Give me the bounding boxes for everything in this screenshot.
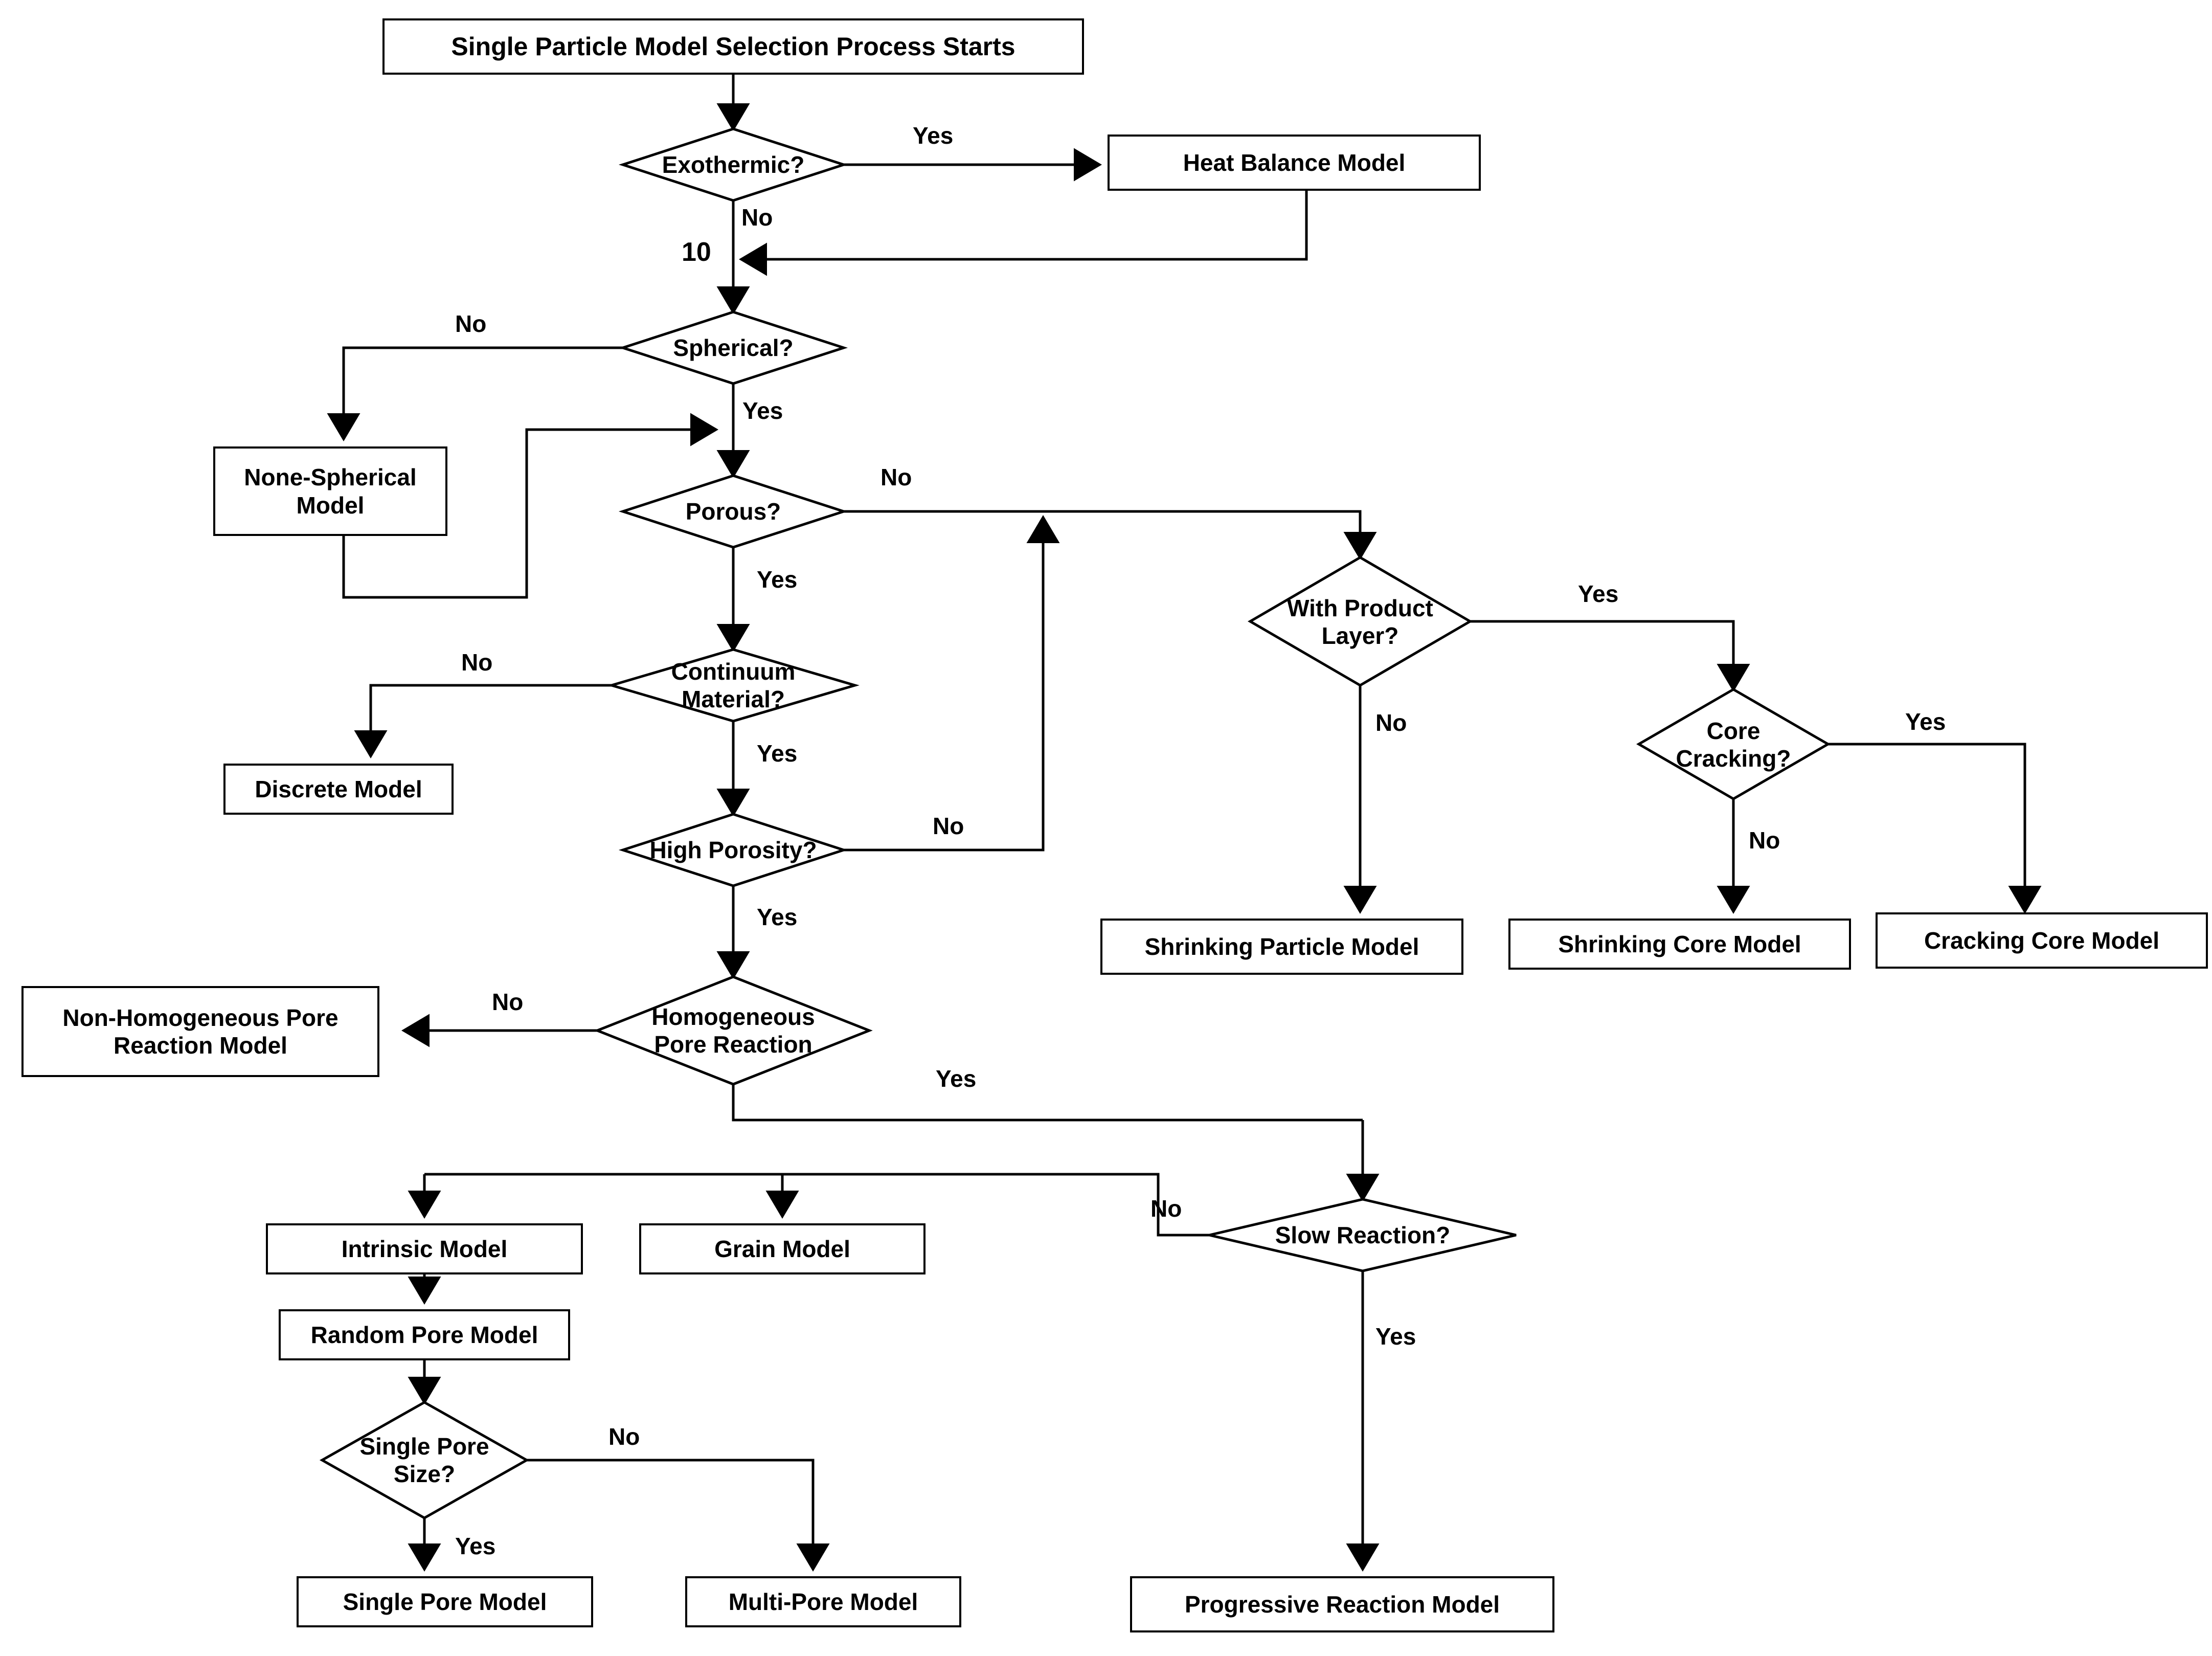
node-start[interactable]: Single Particle Model Selection Process … (382, 18, 1084, 75)
node-start-label: Single Particle Model Selection Process … (451, 32, 1015, 61)
edge-label-exothermic-yes: Yes (913, 122, 954, 149)
node-single-pore-model-label: Single Pore Model (343, 1588, 547, 1615)
edge-label-exothermic-no: No (741, 204, 773, 231)
edge-label-spherical-yes: Yes (742, 397, 783, 424)
edge-homogeneous-yes-run (732, 1084, 1363, 1122)
node-intrinsic-model-label: Intrinsic Model (341, 1235, 508, 1262)
node-non-homogeneous-line2: Reaction Model (114, 1032, 287, 1059)
edge-label-high-porosity-yes: Yes (757, 904, 798, 930)
edge-label-continuum-no: No (461, 649, 493, 676)
edge-label-continuum-yes: Yes (757, 740, 798, 767)
edge-label-high-porosity-no: No (933, 813, 964, 839)
node-multi-pore-model[interactable]: Multi-Pore Model (685, 1576, 961, 1627)
edge-label-homogeneous-yes: Yes (936, 1065, 977, 1092)
node-random-pore-model[interactable]: Random Pore Model (279, 1309, 570, 1360)
decision-corecracking-shape (1636, 688, 1831, 800)
node-multi-pore-model-label: Multi-Pore Model (728, 1588, 918, 1615)
node-grain-model-label: Grain Model (714, 1235, 850, 1262)
edge-label-homogeneous-no: No (492, 989, 524, 1015)
decision-continuum-shape (607, 648, 860, 723)
node-discrete-model-label: Discrete Model (255, 775, 422, 802)
node-discrete-model[interactable]: Discrete Model (223, 764, 454, 815)
edge-label-porous-no: No (881, 464, 912, 490)
decision-homogeneous-shape (594, 975, 873, 1086)
edge-label-slow-reaction-no: No (1150, 1195, 1182, 1222)
decision-porous-shape (618, 474, 848, 549)
edge-label-product-layer-yes: Yes (1578, 580, 1619, 607)
node-heat-balance-model[interactable]: Heat Balance Model (1108, 135, 1481, 191)
edge-singleporesize-no-to-multipore (527, 1459, 830, 1572)
node-shrinking-core-model-label: Shrinking Core Model (1558, 930, 1801, 957)
edge-label-spherical-no: No (455, 310, 487, 337)
node-shrinking-core-model[interactable]: Shrinking Core Model (1508, 919, 1851, 970)
edge-label-porous-yes: Yes (757, 566, 798, 593)
node-shrinking-particle-model[interactable]: Shrinking Particle Model (1100, 919, 1463, 975)
node-intrinsic-model[interactable]: Intrinsic Model (266, 1223, 583, 1274)
node-random-pore-model-label: Random Pore Model (310, 1321, 538, 1348)
decision-spherical-shape (618, 310, 848, 385)
edge-heatbalance-to-merge (739, 191, 1308, 276)
node-progressive-reaction-model[interactable]: Progressive Reaction Model (1130, 1576, 1554, 1632)
edge-productlayer-yes-to-corecracking (1470, 620, 1750, 692)
edge-slowreaction-no-to-bus (1000, 1173, 1248, 1237)
edge-label-product-layer-no: No (1375, 709, 1407, 736)
edge-spherical-no-to-nonespherical (327, 346, 624, 441)
edge-corecracking-yes-to-crackingcore (1828, 743, 2042, 914)
edge-nonespherical-loop-to-porous (342, 413, 718, 599)
edge-highporosity-no-loop (844, 515, 1060, 852)
node-cracking-core-model-label: Cracking Core Model (1924, 927, 2160, 954)
node-cracking-core-model[interactable]: Cracking Core Model (1876, 912, 2208, 969)
edge-continuum-no-to-discrete (354, 684, 616, 758)
node-heat-balance-model-label: Heat Balance Model (1183, 149, 1406, 176)
node-none-spherical-model-line2: Model (296, 491, 365, 519)
edge-label-single-pore-yes: Yes (455, 1533, 496, 1559)
node-single-pore-model[interactable]: Single Pore Model (297, 1576, 593, 1627)
decision-highporosity-shape (618, 813, 848, 887)
decision-exothermic-shape (618, 127, 848, 202)
decision-productlayer-shape (1248, 556, 1473, 687)
node-non-homogeneous-line1: Non-Homogeneous Pore (62, 1004, 338, 1031)
node-grain-model[interactable]: Grain Model (639, 1223, 926, 1274)
decision-singleporesize-shape (319, 1401, 530, 1519)
edge-label-core-cracking-yes: Yes (1905, 708, 1946, 735)
node-none-spherical-model[interactable]: None-Spherical Model (213, 446, 447, 536)
merge-point-marker: 10 (682, 237, 711, 267)
node-progressive-reaction-model-label: Progressive Reaction Model (1184, 1591, 1500, 1618)
node-shrinking-particle-model-label: Shrinking Particle Model (1144, 933, 1419, 960)
edge-label-core-cracking-no: No (1749, 827, 1780, 854)
edge-label-single-pore-no: No (608, 1423, 640, 1450)
node-non-homogeneous-pore-reaction-model[interactable]: Non-Homogeneous Pore Reaction Model (21, 986, 379, 1077)
edge-label-slow-reaction-yes: Yes (1375, 1323, 1416, 1350)
decision-slowreaction-shape (1209, 1198, 1517, 1272)
edge-porous-no-to-productlayer (844, 510, 1377, 560)
node-none-spherical-model-line1: None-Spherical (244, 464, 417, 491)
